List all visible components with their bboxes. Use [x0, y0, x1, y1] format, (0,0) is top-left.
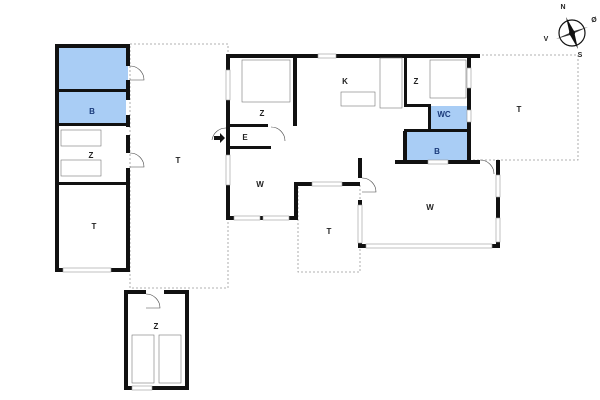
lower-terrace: [297, 182, 361, 273]
room-label-annex-bath: B: [89, 107, 95, 116]
annex-bath-upper: [58, 47, 128, 91]
right-bath: [405, 131, 470, 161]
wc-room: [428, 106, 470, 131]
bottom-annex-walls: [124, 290, 189, 391]
room-label-annex-terrace: T: [92, 222, 97, 231]
compass-south: S: [578, 52, 583, 59]
main-house-walls: [225, 53, 501, 249]
room-label-central-terrace: T: [176, 156, 181, 165]
room-label-wc: WC: [437, 110, 451, 119]
furniture: [60, 57, 495, 384]
room-label-kitchen: K: [342, 77, 348, 86]
room-label-right-terrace: T: [517, 105, 522, 114]
room-label-living-right: W: [426, 203, 434, 212]
annex-bath: [58, 92, 126, 124]
room-label-right-bath: B: [434, 147, 440, 156]
entrance-arrow-icon: [211, 127, 227, 143]
compass-west: V: [544, 36, 549, 43]
compass-east: Ø: [591, 17, 597, 24]
compass-north: N: [560, 4, 565, 11]
room-label-living-left: W: [256, 180, 264, 189]
room-label-lower-terrace: T: [327, 227, 332, 236]
annex-walls: [55, 44, 130, 273]
room-label-right-bedroom: Z: [414, 77, 419, 86]
room-label-bottom-bedroom: Z: [154, 322, 159, 331]
compass-rose-icon: N Ø S V: [544, 4, 598, 59]
right-terrace: [469, 54, 579, 161]
room-label-annex-bedroom: Z: [89, 151, 94, 160]
room-label-main-bedroom: Z: [260, 109, 265, 118]
room-label-entrance: E: [242, 133, 248, 142]
central-terrace: [129, 43, 229, 289]
